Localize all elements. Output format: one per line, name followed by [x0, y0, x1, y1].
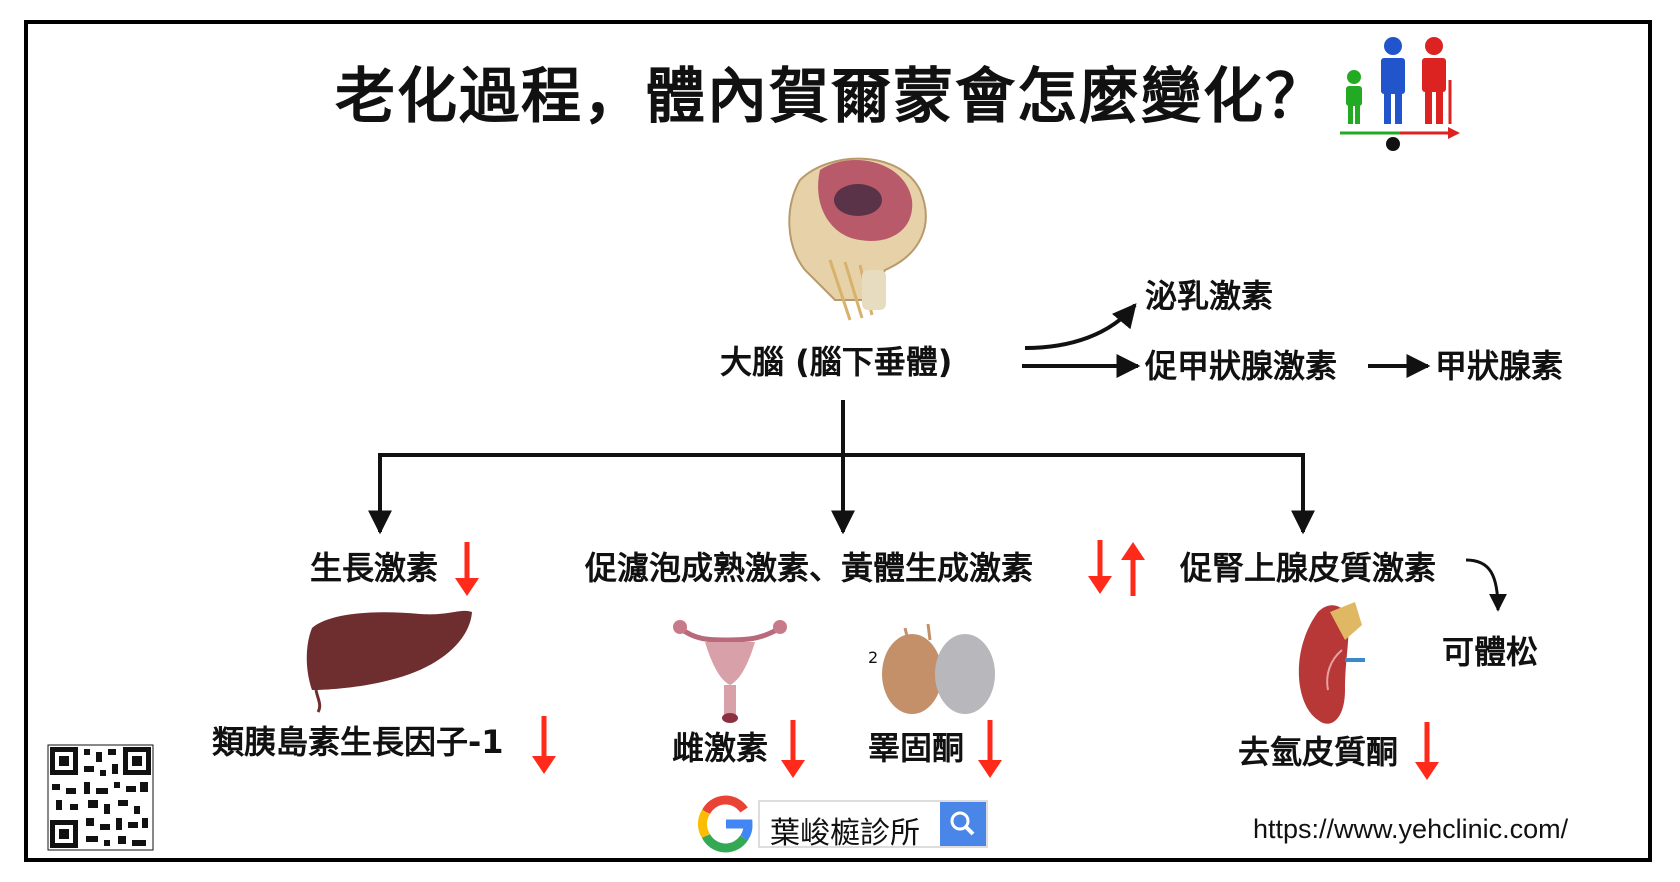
- testis-figure-label: 2: [868, 648, 879, 667]
- google-logo-icon: [698, 795, 753, 853]
- search-query: 葉峻榳診所: [770, 816, 920, 851]
- node-tsh: 促甲狀腺激素: [1145, 347, 1338, 385]
- trend-down-fsh: [1088, 540, 1112, 594]
- trend-down-igf1: [532, 716, 556, 774]
- trend-down-gh: [455, 542, 479, 596]
- node-gh: 生長激素: [310, 549, 439, 587]
- diagram-frame: [24, 20, 1652, 862]
- node-brain: 大腦 (腦下垂體): [720, 343, 953, 381]
- node-thyroid: 甲狀腺素: [1435, 347, 1564, 385]
- node-estrogen: 雌激素: [672, 729, 769, 767]
- node-dhea: 去氫皮質酮: [1238, 733, 1399, 771]
- testis-icon: [882, 623, 995, 714]
- aging-people-icon: [1340, 37, 1460, 151]
- kidney-adrenal-icon: [1298, 602, 1365, 724]
- trend-down-estrogen: [781, 720, 805, 778]
- arrow-brain-prolactin: [1024, 303, 1137, 350]
- trend-down-dhea: [1415, 722, 1439, 780]
- liver-icon: [306, 610, 472, 713]
- footer-url[interactable]: https://www.yehclinic.com/: [1253, 814, 1569, 844]
- node-cortisol: 可體松: [1442, 633, 1539, 671]
- search-button[interactable]: [940, 802, 986, 846]
- search-icon: [950, 811, 975, 836]
- uterus-icon: [673, 620, 787, 723]
- brain-skull-icon: [788, 157, 927, 321]
- arrow-acth-cortisol: [1465, 558, 1507, 612]
- node-acth: 促腎上腺皮質激素: [1180, 549, 1437, 587]
- node-fsh-lh: 促濾泡成熟激素、黃體生成激素: [585, 549, 1034, 587]
- page-title: 老化過程，體內賀爾蒙會怎麼變化？: [335, 62, 1327, 132]
- trend-down-testosterone: [978, 720, 1002, 778]
- node-prolactin: 泌乳激素: [1145, 277, 1274, 315]
- qr-code-icon: [47, 744, 154, 851]
- trend-up-fsh: [1121, 542, 1145, 596]
- node-igf1: 類胰島素生長因子-1: [212, 723, 504, 761]
- node-testosterone: 睪固酮: [868, 729, 965, 767]
